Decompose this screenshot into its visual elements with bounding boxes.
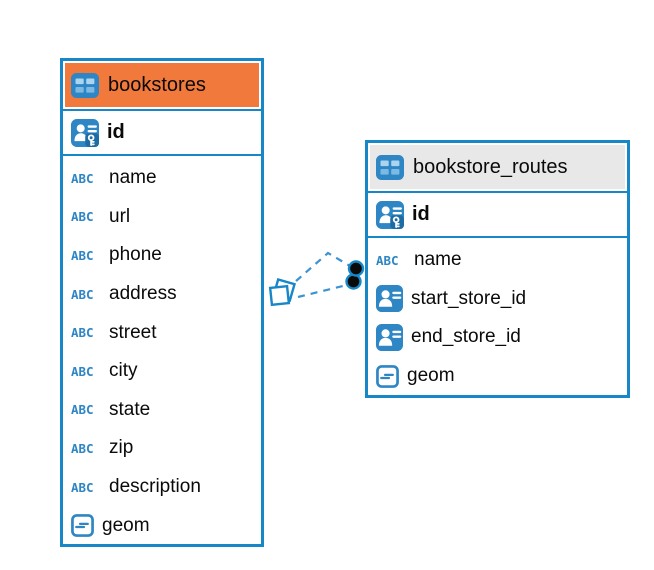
column-name: description bbox=[109, 476, 201, 498]
table-icon bbox=[376, 154, 404, 180]
text-type-icon: ABC bbox=[71, 479, 94, 495]
table-bookstores-header[interactable]: bookstores bbox=[65, 63, 259, 107]
column-name: phone bbox=[109, 244, 162, 266]
column-row-id[interactable]: id bbox=[368, 193, 627, 238]
column-name: start_store_id bbox=[411, 287, 527, 309]
columns-list: ABC name ABC url ABC phone ABC address A… bbox=[63, 156, 261, 545]
geometry-type-icon bbox=[71, 514, 94, 538]
table-bookstores[interactable]: bookstores id bbox=[60, 58, 264, 547]
column-name: name bbox=[109, 167, 157, 189]
column-name: street bbox=[109, 321, 157, 343]
column-name: id bbox=[107, 121, 125, 143]
primary-key-icon bbox=[376, 200, 404, 229]
column-row[interactable]: ABC url bbox=[63, 198, 261, 237]
column-row[interactable]: ABC state bbox=[63, 391, 261, 430]
column-row[interactable]: ABC name bbox=[63, 159, 261, 198]
column-row[interactable]: end_store_id bbox=[368, 318, 627, 357]
text-type-icon: ABC bbox=[71, 286, 94, 302]
column-name: city bbox=[109, 360, 138, 382]
table-icon bbox=[71, 72, 99, 98]
relationship-edge-upper[interactable] bbox=[295, 251, 351, 282]
text-type-icon: ABC bbox=[71, 170, 94, 186]
column-name: geom bbox=[102, 514, 150, 536]
column-row[interactable]: geom bbox=[368, 357, 627, 396]
text-type-icon: ABC bbox=[71, 363, 94, 379]
table-title: bookstore_routes bbox=[413, 155, 568, 178]
relationship-source-marker-squares[interactable] bbox=[268, 278, 296, 307]
column-name: state bbox=[109, 398, 151, 420]
text-type-icon: ABC bbox=[376, 252, 399, 268]
column-name: name bbox=[414, 249, 462, 271]
geometry-type-icon bbox=[376, 364, 399, 388]
columns-list: ABC name start_store_id bbox=[368, 238, 627, 395]
relationship-target-marker-circles[interactable] bbox=[345, 260, 365, 290]
text-type-icon: ABC bbox=[71, 402, 94, 418]
table-routes-header-wrap: bookstore_routes bbox=[368, 143, 627, 193]
column-row[interactable]: ABC street bbox=[63, 313, 261, 352]
column-row[interactable]: ABC address bbox=[63, 275, 261, 314]
column-row[interactable]: ABC zip bbox=[63, 429, 261, 468]
column-name: zip bbox=[109, 437, 134, 459]
column-name: geom bbox=[407, 365, 455, 387]
table-routes-header[interactable]: bookstore_routes bbox=[370, 145, 625, 189]
table-bookstore-routes[interactable]: bookstore_routes id bbox=[365, 140, 630, 398]
column-name: url bbox=[109, 205, 131, 227]
column-row[interactable]: geom bbox=[63, 506, 261, 545]
foreign-key-person-icon bbox=[376, 323, 403, 351]
column-row[interactable]: ABC city bbox=[63, 352, 261, 391]
relationship-edge-lower[interactable] bbox=[297, 283, 348, 299]
column-row[interactable]: ABC name bbox=[368, 241, 627, 280]
text-type-icon: ABC bbox=[71, 209, 94, 225]
table-bookstores-header-wrap: bookstores bbox=[63, 61, 261, 111]
text-type-icon: ABC bbox=[71, 247, 94, 263]
column-row-id[interactable]: id bbox=[63, 111, 261, 156]
column-name: address bbox=[109, 283, 177, 305]
column-row[interactable]: start_store_id bbox=[368, 280, 627, 319]
column-name: end_store_id bbox=[411, 326, 521, 348]
column-name: id bbox=[412, 203, 430, 225]
column-row[interactable]: ABC phone bbox=[63, 236, 261, 275]
table-title: bookstores bbox=[108, 73, 206, 96]
foreign-key-person-icon bbox=[376, 285, 403, 313]
column-row[interactable]: ABC description bbox=[63, 468, 261, 507]
primary-key-icon bbox=[71, 118, 99, 147]
text-type-icon: ABC bbox=[71, 440, 94, 456]
text-type-icon: ABC bbox=[71, 325, 94, 341]
